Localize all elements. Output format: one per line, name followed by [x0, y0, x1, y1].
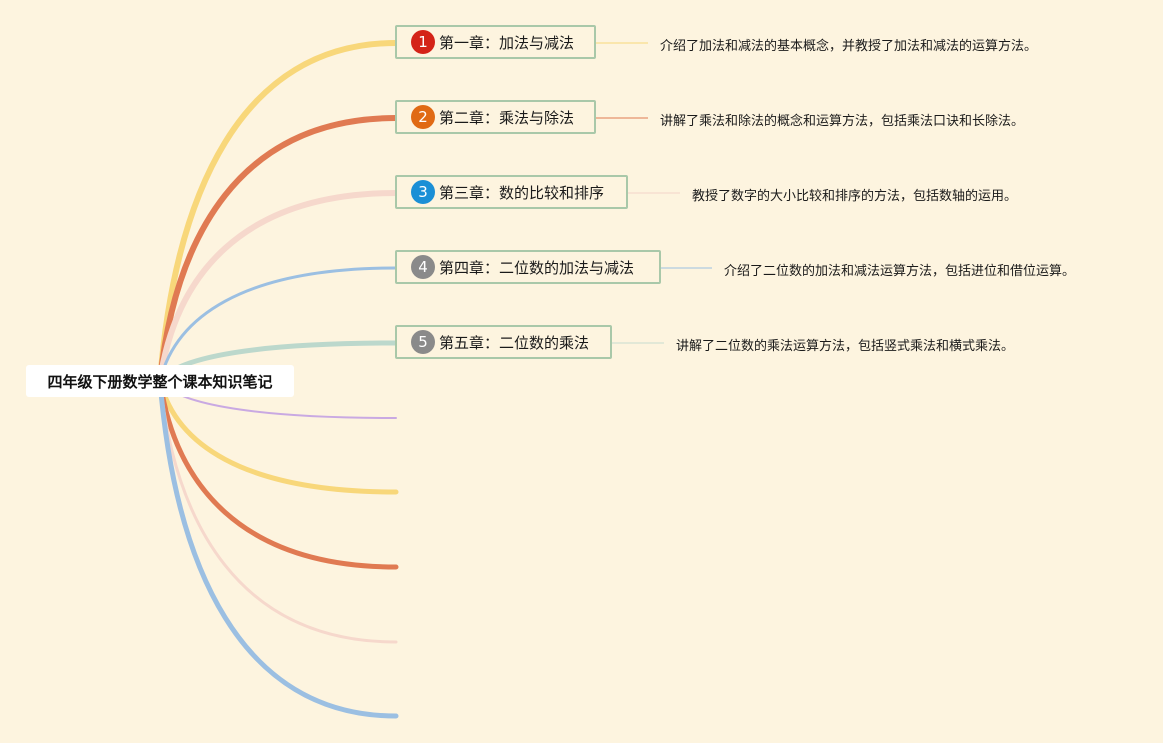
chapter-number-badge: 5: [411, 330, 435, 354]
branch-line-chapter-4: [158, 266, 398, 383]
chapter-description-text: 介绍了加法和减法的基本概念，并教授了加法和减法的运算方法。: [660, 38, 1038, 54]
connector-lines: [596, 42, 712, 344]
empty-branch-line-4: [158, 379, 398, 644]
chapter-description-text: 讲解了二位数的乘法运算方法，包括竖式乘法和横式乘法。: [676, 338, 1015, 354]
chapter-description-text: 教授了数字的大小比较和排序的方法，包括数轴的运用。: [692, 188, 1018, 204]
chapter-title: 第四章：二位数的加法与减法: [439, 258, 635, 277]
root-topic-label: 四年级下册数学整个课本知识笔记: [47, 372, 273, 391]
empty-branch-line-2: [157, 378, 399, 495]
chapter-description-3[interactable]: 教授了数字的大小比较和排序的方法，包括数轴的运用。: [680, 179, 1018, 209]
chapter-description-1[interactable]: 介绍了加法和减法的基本概念，并教授了加法和减法的运算方法。: [648, 29, 1038, 59]
chapter-title: 第五章：二位数的乘法: [439, 333, 590, 352]
chapter-title: 第三章：数的比较和排序: [439, 183, 605, 202]
chapter-description-4[interactable]: 介绍了二位数的加法和减法运算方法，包括进位和借位运算。: [712, 254, 1076, 284]
empty-branch-line-3: [157, 378, 399, 570]
chapter-description-5[interactable]: 讲解了二位数的乘法运算方法，包括竖式乘法和横式乘法。: [664, 329, 1015, 359]
root-topic[interactable]: 四年级下册数学整个课本知识笔记: [26, 365, 294, 397]
chapter-number-badge: 1: [411, 30, 435, 54]
chapter-description-text: 讲解了乘法和除法的概念和运算方法，包括乘法口诀和长除法。: [660, 113, 1025, 129]
chapter-title: 第二章：乘法与除法: [439, 108, 575, 127]
empty-branch-line-5: [157, 378, 399, 719]
branch-line-chapter-1: [157, 40, 399, 384]
branch-line-chapter-3: [157, 190, 399, 384]
chapter-number-badge: 3: [411, 180, 435, 204]
chapter-title: 第一章：加法与减法: [439, 33, 575, 52]
chapter-description-2[interactable]: 讲解了乘法和除法的概念和运算方法，包括乘法口诀和长除法。: [648, 104, 1025, 134]
chapter-number-badge: 4: [411, 255, 435, 279]
chapter-number-badge: 2: [411, 105, 435, 129]
chapter-description-text: 介绍了二位数的加法和减法运算方法，包括进位和借位运算。: [724, 263, 1076, 279]
branch-line-chapter-2: [157, 115, 399, 384]
